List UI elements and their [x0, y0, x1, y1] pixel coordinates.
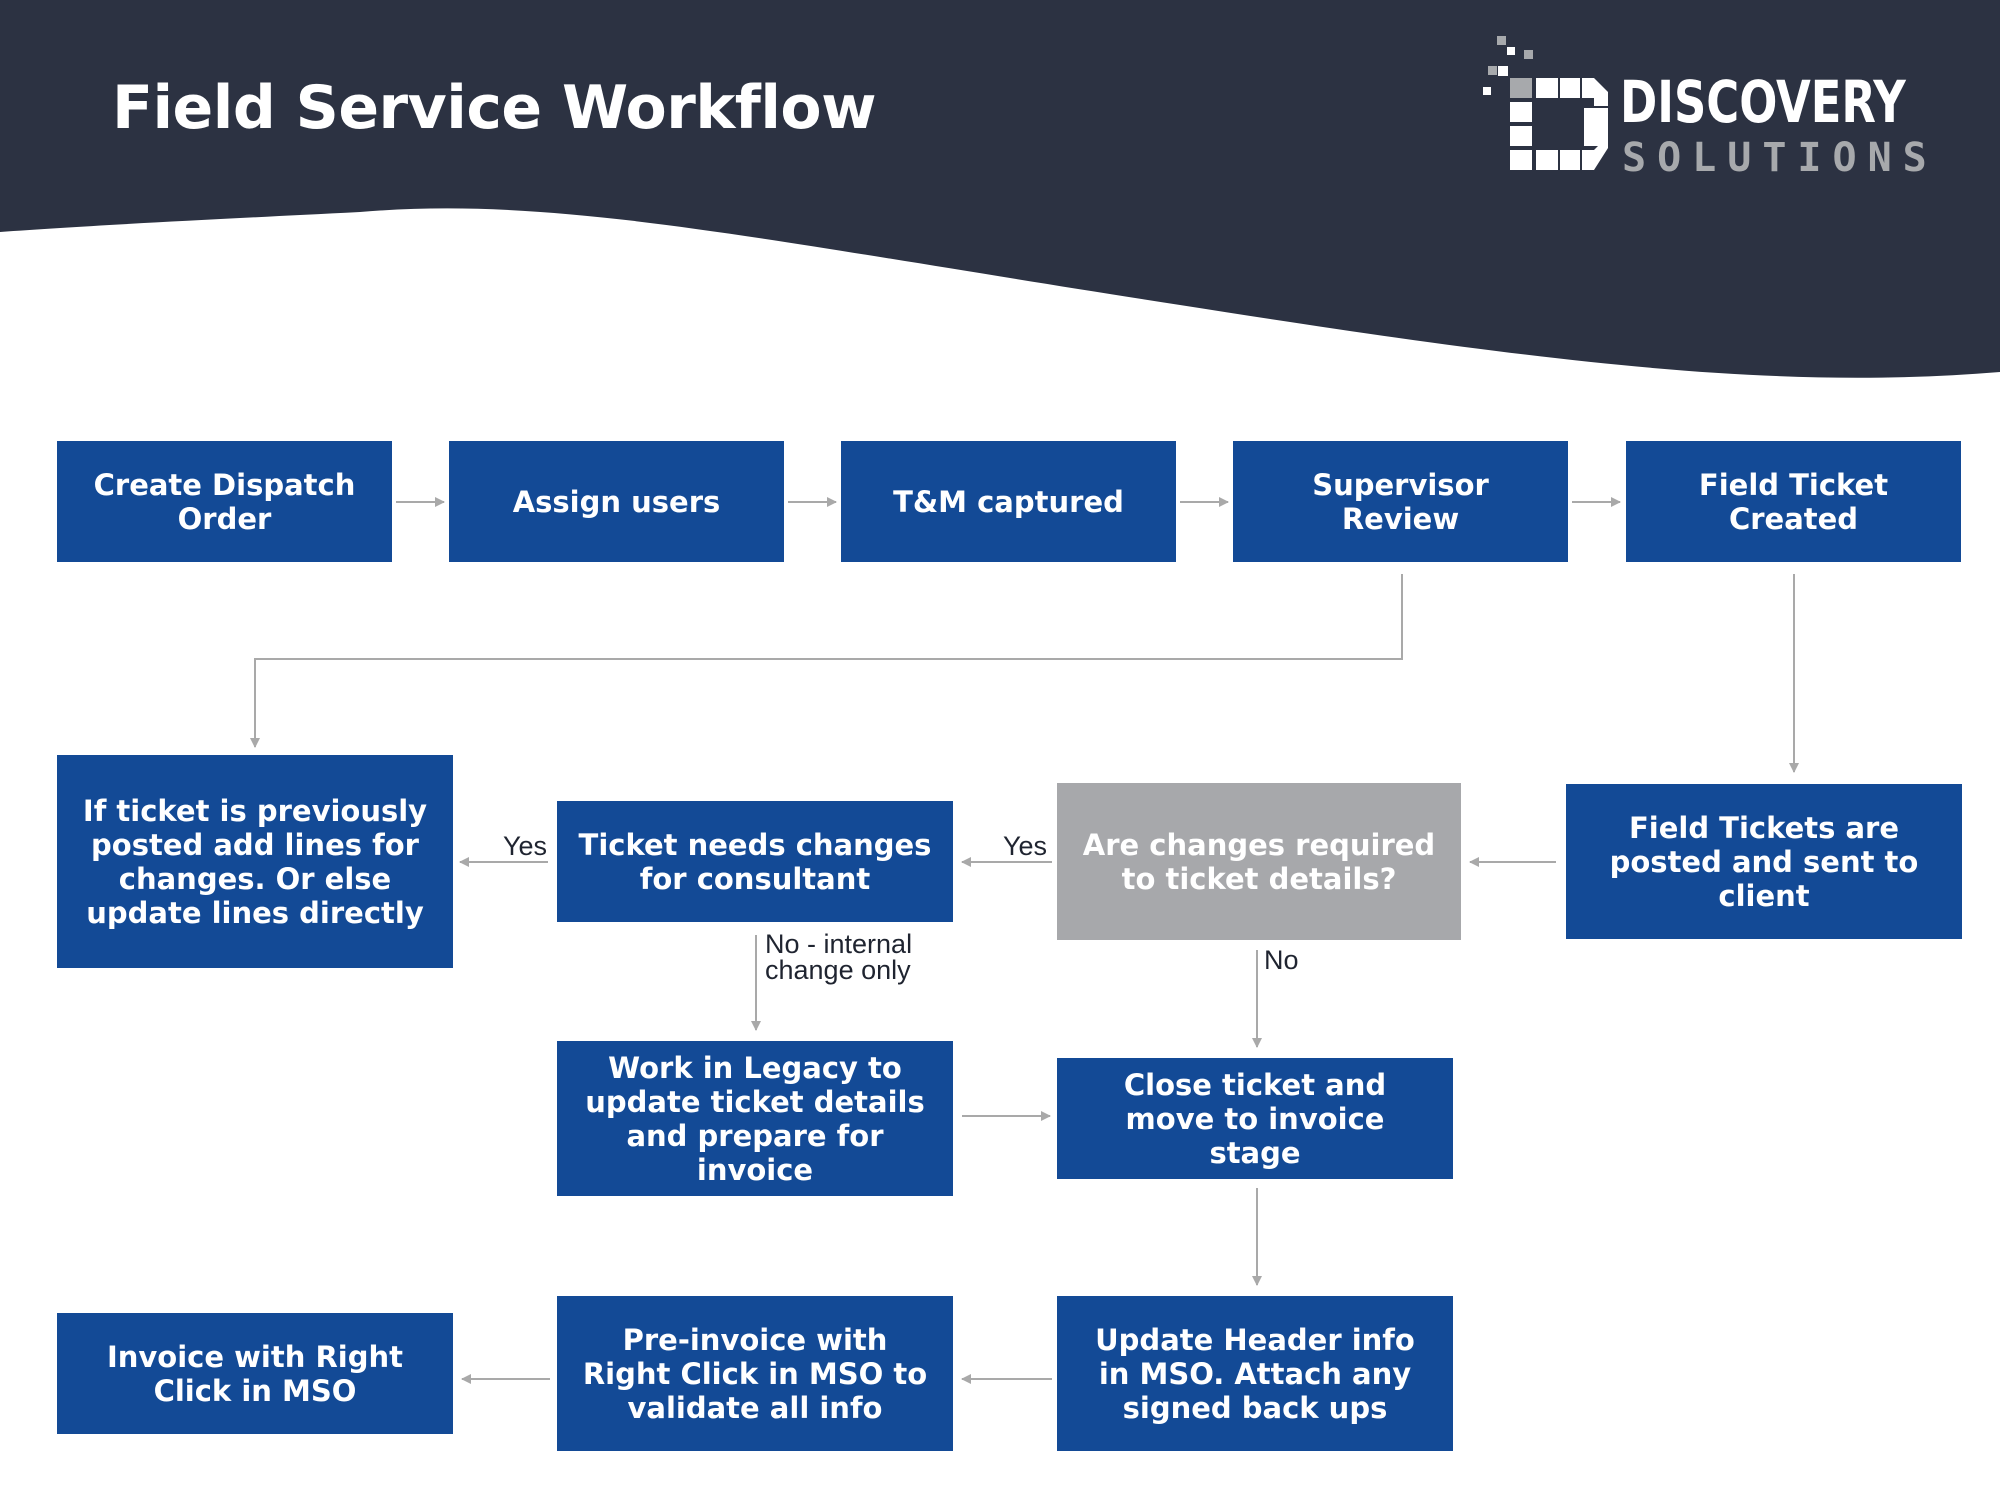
edge-label-yes-previously-posted: Yes	[503, 831, 548, 861]
page-title: Field Service Workflow	[112, 73, 877, 143]
discovery-solutions-logo: DISCOVERY SOLUTIONS	[1482, 30, 1932, 180]
logo-subtitle: SOLUTIONS	[1622, 135, 1938, 181]
step-assign-users: Assign users	[449, 441, 784, 562]
step-create-dispatch-order: Create Dispatch Order	[57, 441, 392, 562]
step-tickets-posted-sent: Field Tickets are posted and sent to cli…	[1566, 784, 1962, 939]
edge-label-no-internal-line2: change only	[765, 955, 911, 985]
logo-pixel-icon	[1483, 36, 1608, 170]
step-tm-captured: T&M captured	[841, 441, 1176, 562]
step-supervisor-review: Supervisor Review	[1233, 441, 1568, 562]
step-ticket-needs-changes: Ticket needs changes for consultant	[557, 801, 953, 922]
edge-label-yes-needs-changes: Yes	[1003, 831, 1048, 861]
header-wave-shape	[0, 0, 2000, 378]
step-previously-posted: If ticket is previously posted add lines…	[57, 755, 453, 968]
step-field-ticket-created: Field Ticket Created	[1626, 441, 1961, 562]
step-pre-invoice: Pre-invoice with Right Click in MSO to v…	[557, 1296, 953, 1451]
edge-label-no: No	[1264, 945, 1299, 975]
arrow-supervisor-to-previously-posted	[250, 574, 1403, 748]
edge-label-no-internal-line1: No - internal	[765, 929, 913, 959]
step-close-ticket: Close ticket and move to invoice stage	[1057, 1058, 1453, 1179]
step-update-header: Update Header info in MSO. Attach any si…	[1057, 1296, 1453, 1451]
decision-changes-required: Are changes required to ticket details?	[1057, 783, 1461, 940]
step-invoice-right-click: Invoice with Right Click in MSO	[57, 1313, 453, 1434]
step-work-in-legacy: Work in Legacy to update ticket details …	[557, 1041, 953, 1196]
logo-name: DISCOVERY	[1620, 68, 1906, 136]
